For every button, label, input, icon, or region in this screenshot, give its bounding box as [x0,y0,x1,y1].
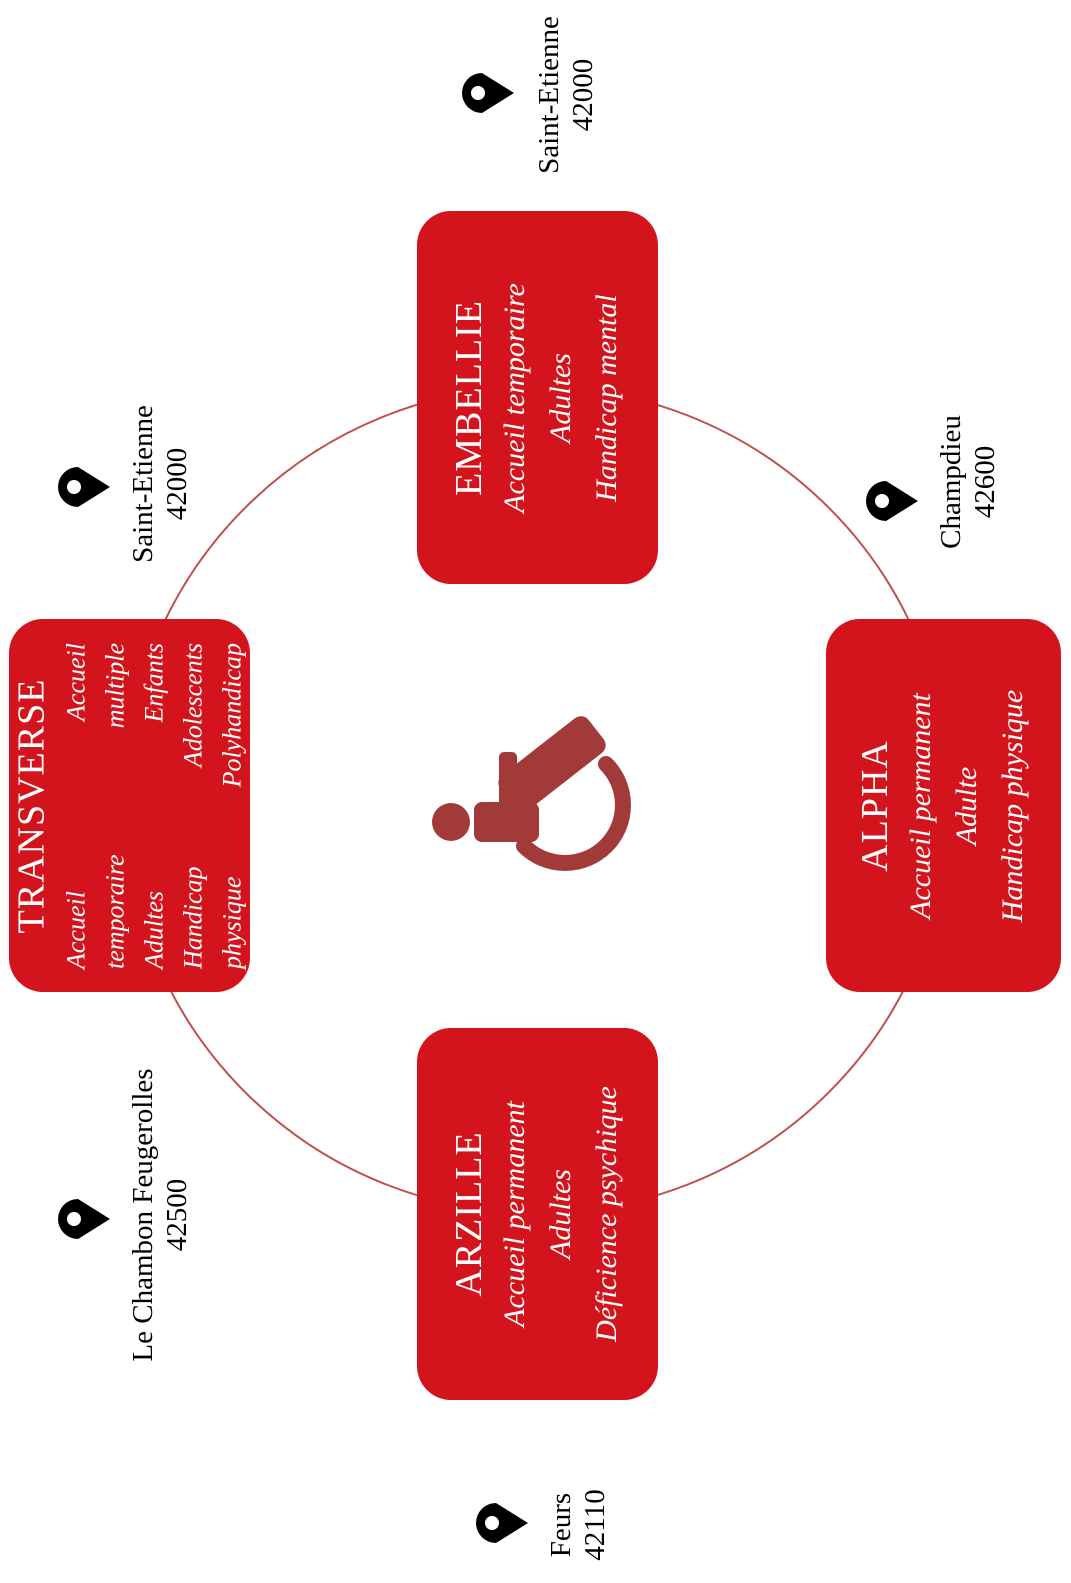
service-box-arzille: ARZILLE Accueil permanent Adultes Défici… [417,1028,658,1400]
location-label-transverse-bottom: Le Chambon Feugerolles 42500 [126,1068,194,1361]
map-pin-icon [58,467,110,507]
location-city: Champdieu [935,415,967,549]
service-line: Accueil [61,890,90,969]
location-postcode: 42600 [969,445,1001,519]
service-box-embellie: EMBELLIE Accueil temporaire Adultes Hand… [417,211,658,584]
service-line: Handicap physique [995,689,1029,922]
location-label-embellie: Saint-Etienne 42000 [532,16,600,174]
service-name-embellie: EMBELLIE [447,299,490,496]
service-line: Accueil [61,642,90,721]
service-name-arzille: ARZILLE [447,1131,490,1297]
service-line: Déficience psychique [589,1086,623,1342]
service-line: Adolescents [178,642,207,767]
service-line: Accueil permanent [903,692,937,919]
service-name-transverse: TRANSVERSE [10,678,52,933]
service-line: Accueil permanent [497,1101,531,1327]
service-line: Accueil temporaire [497,282,531,513]
service-line: Adultes [543,352,577,443]
service-line: Polyhandicap [217,642,246,787]
service-line: multiple [100,642,129,728]
location-postcode: 42000 [161,447,193,521]
location-label-transverse-top: Saint-Etienne 42000 [126,405,194,563]
service-line: Adulte [949,766,983,845]
service-line: Enfants [139,642,168,722]
location-label-arzille: Feurs 42110 [544,1489,612,1560]
location-city: Le Chambon Feugerolles [127,1068,159,1362]
service-line: temporaire [100,853,129,969]
location-postcode: 42110 [579,1489,611,1561]
service-name-alpha: ALPHA [853,739,896,872]
service-line: physique [217,876,246,969]
location-city: Feurs [545,1492,577,1558]
location-city: Saint-Etienne [127,405,159,563]
map-pin-icon [476,1503,528,1543]
map-pin-icon [58,1199,110,1239]
location-postcode: 42500 [161,1178,193,1252]
location-city: Saint-Etienne [533,16,565,174]
service-box-alpha: ALPHA Accueil permanent Adulte Handicap … [826,619,1061,992]
service-line: Adultes [543,1169,577,1260]
service-box-transverse: TRANSVERSE Accueil Accueil temporaire mu… [9,619,250,992]
service-line: Handicap mental [589,293,623,502]
service-line: Adultes [139,890,168,969]
map-pin-icon [866,481,918,521]
location-postcode: 42000 [567,58,599,132]
wheelchair-icon [432,716,631,871]
map-pin-icon [462,73,514,113]
location-label-alpha: Champdieu 42600 [934,415,1002,549]
service-line: Handicap [178,865,207,969]
